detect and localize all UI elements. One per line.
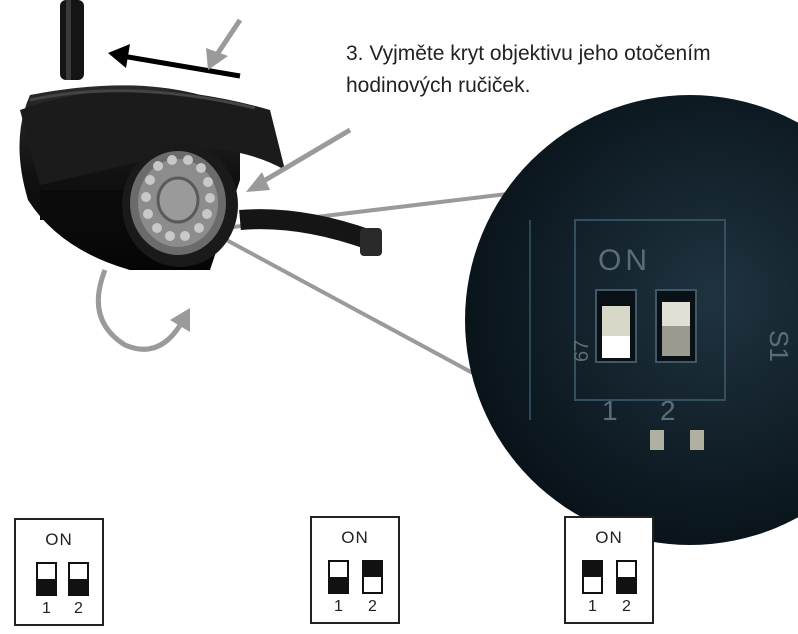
dip-num-1: 1 <box>334 598 343 615</box>
dip-on-label: ON <box>341 528 369 547</box>
zoom-num-2: 2 <box>660 395 676 426</box>
zoom-num-1: 1 <box>602 395 618 426</box>
dip-num-1: 1 <box>42 600 51 617</box>
dip-num-2: 2 <box>622 598 631 615</box>
camera-lens <box>122 143 238 267</box>
dip-switch-2 <box>68 562 89 596</box>
dip-switch-1 <box>582 560 603 594</box>
zoom-side-label: S1 <box>764 330 794 362</box>
rotate-arrow-icon <box>95 269 190 352</box>
dip-num-2: 2 <box>368 598 377 615</box>
dip-switch-1 <box>328 560 349 594</box>
dip-switch-diagram-1: ON 1 2 <box>14 518 104 626</box>
caption-line-2: hodinových ručiček. <box>346 74 531 97</box>
dip-switch-diagram-2: ON 1 2 <box>310 516 400 624</box>
lens-pointer-arrow <box>246 127 352 192</box>
zoom-circle: ON 1 2 67 S1 <box>465 95 798 545</box>
black-arrow-icon <box>108 44 241 79</box>
gray-arrow-icon <box>206 18 243 70</box>
camera-cable <box>239 209 382 256</box>
dip-num-1: 1 <box>588 598 597 615</box>
zoom-edge-label: 67 <box>571 340 593 362</box>
dip-num-2: 2 <box>74 600 83 617</box>
dip-switch-2 <box>616 560 637 594</box>
instruction-caption: 3. Vyjměte kryt objektivu jeho otočením … <box>346 38 798 102</box>
zoom-on-label: ON <box>598 244 651 277</box>
dip-switch-diagram-3: ON 1 2 <box>564 516 654 624</box>
dip-switch-2 <box>362 560 383 594</box>
dip-on-label: ON <box>45 530 73 549</box>
camera-body <box>19 85 285 270</box>
camera-antenna <box>60 0 84 80</box>
caption-line-1: 3. Vyjměte kryt objektivu jeho otočením <box>346 42 711 65</box>
dip-on-label: ON <box>595 528 623 547</box>
dip-switch-1 <box>36 562 57 596</box>
